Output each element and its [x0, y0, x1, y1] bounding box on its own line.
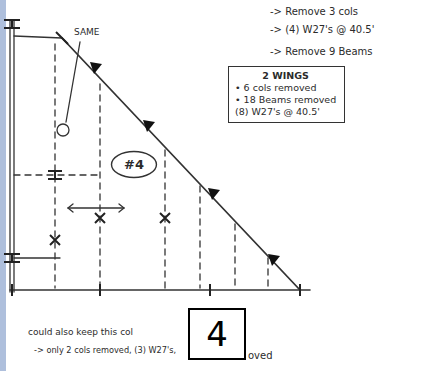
- triangle-mark: [268, 254, 280, 266]
- wall-line: [13, 20, 14, 292]
- arrow-head: [119, 204, 124, 212]
- x-mark: [160, 213, 170, 223]
- note-text: could also keep this col: [28, 326, 133, 338]
- note-text: -> (4) W27's @ 40.5': [270, 24, 374, 36]
- box-text: #4: [124, 157, 144, 172]
- triangle-mark: [90, 62, 102, 74]
- leader-line: [66, 42, 80, 122]
- column-line: [234, 224, 235, 288]
- note-box: 2 WINGS• 6 cols removed• 18 Beams remove…: [228, 66, 345, 123]
- tick-mark: [99, 284, 101, 296]
- beam-line: [14, 174, 100, 175]
- i-beam-symbol: [4, 254, 20, 262]
- note-text: -> Remove 3 cols: [270, 6, 358, 18]
- page-edge-band: [0, 0, 6, 371]
- i-beam-symbol: [48, 171, 62, 179]
- grid-lines: [10, 20, 310, 292]
- beam-line: [14, 257, 60, 258]
- span-arrow: [68, 207, 124, 208]
- box-text: 4: [206, 314, 228, 354]
- i-beam-symbols: [4, 20, 300, 296]
- wall-line: [9, 20, 10, 292]
- column-line: [54, 44, 55, 288]
- tick-mark: [56, 32, 68, 44]
- box-text: • 6 cols removed: [235, 82, 336, 94]
- option-oval: #4: [110, 150, 158, 179]
- oval-outline: [112, 152, 157, 178]
- top-beam: [14, 36, 62, 38]
- box-text: • 18 Beams removed: [235, 94, 336, 106]
- x-mark: [95, 213, 105, 223]
- tick-mark: [11, 284, 13, 296]
- triangle-mark: [208, 188, 220, 200]
- column-line: [99, 84, 100, 288]
- i-beam-symbol: [4, 20, 20, 28]
- column-line: [199, 186, 200, 288]
- tick-mark: [299, 284, 301, 296]
- bottom-beam: [10, 289, 310, 291]
- x-mark: [50, 235, 60, 245]
- tick-mark: [209, 284, 211, 296]
- note-text: SAME: [74, 26, 100, 38]
- slide-number-box: 4: [188, 308, 246, 360]
- box-text: (8) W27's @ 40.5': [235, 106, 336, 118]
- note-text: -> only 2 cols removed, (3) W27's,: [34, 344, 176, 356]
- arrow-head: [68, 204, 73, 212]
- column-removed-marks: [50, 213, 170, 245]
- note-text: -> Remove 9 Beams: [270, 46, 373, 58]
- column-circle: [57, 124, 69, 136]
- note-text: oved: [248, 350, 273, 362]
- box-heading: 2 WINGS: [235, 70, 336, 82]
- triangle-mark: [143, 120, 155, 132]
- column-line: [267, 258, 268, 288]
